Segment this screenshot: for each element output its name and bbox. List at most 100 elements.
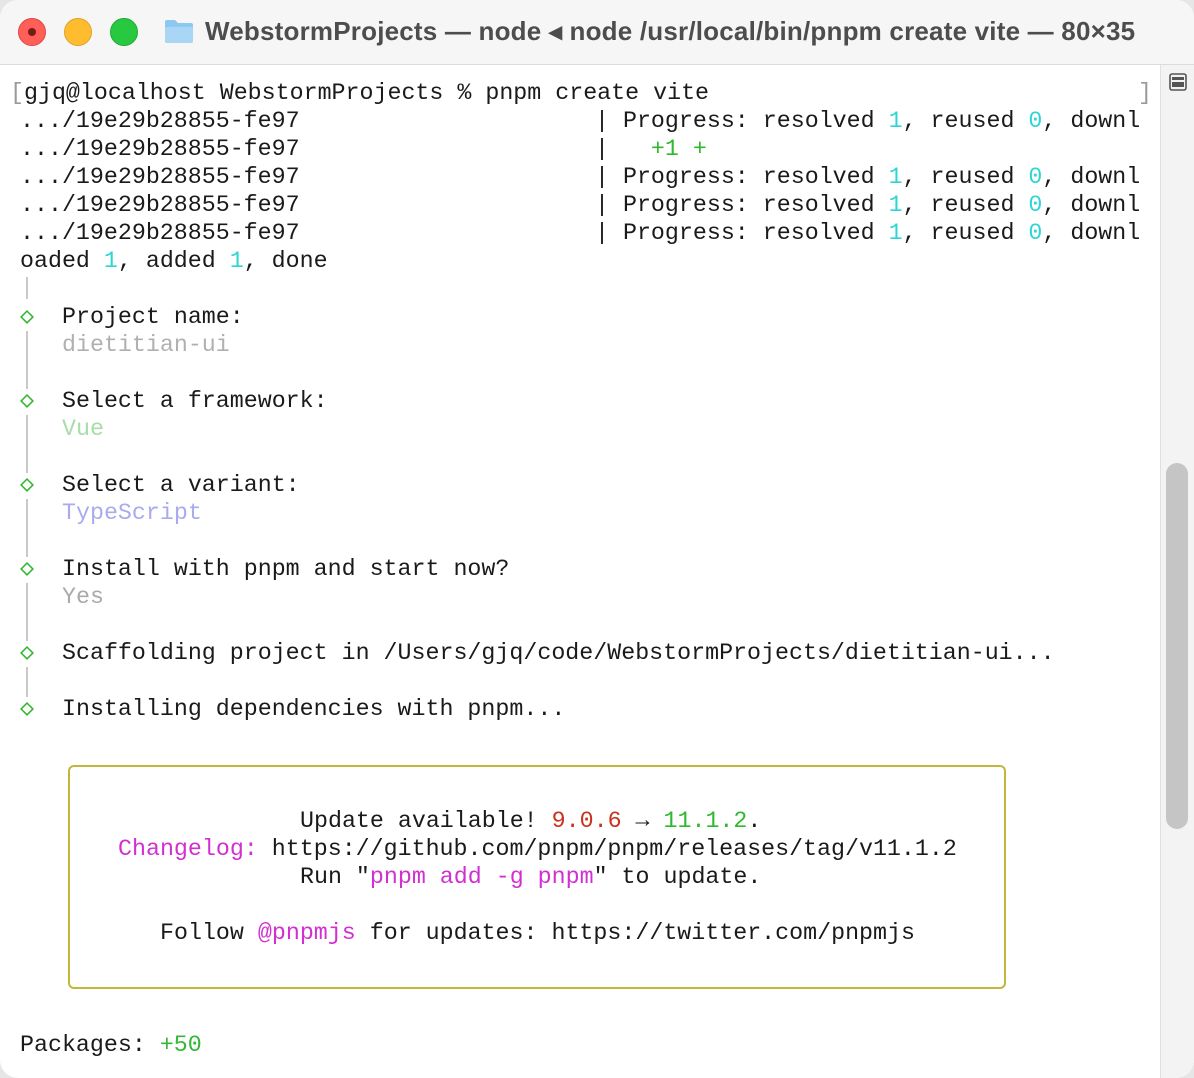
guide-bar xyxy=(26,331,28,389)
scrollbar-thumb[interactable] xyxy=(1166,463,1188,829)
run-command-line: Run "pnpm add -g pnpm" to update. xyxy=(300,863,761,891)
step-done-icon: ◇ xyxy=(20,304,35,330)
window-title: WebstormProjects — node ◂ node /usr/loca… xyxy=(205,16,1136,46)
step-value-install: Yes xyxy=(62,584,104,610)
folder-icon xyxy=(165,20,193,43)
step-done-icon: ◇ xyxy=(20,388,35,414)
step-label-install: Install with pnpm and start now? xyxy=(62,556,510,582)
packages-count: +50 xyxy=(159,1032,202,1058)
changelog-line: Changelog: https://github.com/pnpm/pnpm/… xyxy=(118,835,957,863)
progress-tail: , downl xyxy=(1042,108,1141,134)
done-suffix: , done xyxy=(243,248,328,274)
packages-line: Packages: +50 xyxy=(20,1031,202,1059)
guide-bar xyxy=(26,499,28,557)
progress-line: .../19e29b28855-fe97 xyxy=(20,191,300,219)
done-prefix: oaded xyxy=(20,248,104,274)
guide-bar xyxy=(26,667,28,697)
reused-label: , reused xyxy=(902,220,1029,246)
progress-path: .../19e29b28855-fe97 xyxy=(20,192,300,218)
resolved-count: 1 xyxy=(888,164,903,190)
guide-bar xyxy=(26,277,28,299)
progress-status: | Progress: resolved 1, reused 0, downl xyxy=(595,219,1140,247)
reused-count: 0 xyxy=(1028,220,1043,246)
progress-path: .../19e29b28855-fe97 xyxy=(20,108,300,134)
scrollbar-track[interactable] xyxy=(1160,65,1194,1078)
run-suffix: " to update. xyxy=(593,864,762,890)
progress-separator: | xyxy=(595,220,609,246)
downloaded-count: 1 xyxy=(103,248,118,274)
guide-bar xyxy=(26,415,28,473)
prompt-text: gjq@localhost WebstormProjects % pnpm cr… xyxy=(23,80,710,106)
progress-separator: | xyxy=(595,164,609,190)
progress-tail: , downl xyxy=(1042,220,1141,246)
progress-line: .../19e29b28855-fe97 xyxy=(20,219,300,247)
progress-tail: , downl xyxy=(1042,164,1141,190)
progress-line: .../19e29b28855-fe97 xyxy=(20,163,300,191)
step-label-installing: Installing dependencies with pnpm... xyxy=(62,696,566,722)
follow-line: Follow @pnpmjs for updates: https://twit… xyxy=(160,919,915,947)
close-button[interactable] xyxy=(18,18,46,46)
step-done-icon: ◇ xyxy=(20,640,35,666)
minimize-button[interactable] xyxy=(64,18,92,46)
update-command: pnpm add -g pnpm xyxy=(369,864,594,890)
reused-label: , reused xyxy=(902,192,1029,218)
progress-tail: , downl xyxy=(1042,192,1141,218)
resolved-count: 1 xyxy=(888,192,903,218)
step-value-project-name: dietitian-ui xyxy=(62,332,230,358)
progress-separator: | xyxy=(595,108,609,134)
progress-separator: | xyxy=(595,192,609,218)
progress-line: .../19e29b28855-fe97 xyxy=(20,107,300,135)
version-arrow: → xyxy=(621,808,664,834)
update-notice-box xyxy=(68,765,1006,989)
reused-label: , reused xyxy=(902,108,1029,134)
update-available-line: Update available! 9.0.6 → 11.1.2. xyxy=(300,807,761,835)
twitter-link[interactable]: for updates: https://twitter.com/pnpmjs xyxy=(355,920,915,946)
step-label-project-name: Project name: xyxy=(62,304,244,330)
progress-separator: | xyxy=(595,136,609,162)
progress-label: Progress: resolved xyxy=(608,164,889,190)
progress-label: Progress: resolved xyxy=(608,108,889,134)
reused-count: 0 xyxy=(1028,108,1043,134)
changelog-link[interactable]: https://github.com/pnpm/pnpm/releases/ta… xyxy=(257,836,957,862)
progress-path: .../19e29b28855-fe97 xyxy=(20,220,300,246)
added-total: 1 xyxy=(229,248,244,274)
progress-status: | Progress: resolved 1, reused 0, downl xyxy=(595,107,1140,135)
prompt-line: [gjq@localhost WebstormProjects % pnpm c… xyxy=(10,79,709,107)
progress-label: Progress: resolved xyxy=(608,220,889,246)
guide-bar xyxy=(26,583,28,641)
progress-status: | +1 + xyxy=(595,135,707,163)
prompt-open-bracket: [ xyxy=(10,80,24,106)
step-label-variant: Select a variant: xyxy=(62,472,300,498)
step-label-scaffolding: Scaffolding project in /Users/gjq/code/W… xyxy=(62,640,1055,666)
title-bar[interactable]: WebstormProjects — node ◂ node /usr/loca… xyxy=(0,0,1194,65)
follow-prefix: Follow xyxy=(160,920,258,946)
changelog-label: Changelog: xyxy=(118,836,258,862)
step-label-framework: Select a framework: xyxy=(62,388,328,414)
reused-count: 0 xyxy=(1028,192,1043,218)
reused-label: , reused xyxy=(902,164,1029,190)
download-done-line: oaded 1, added 1, done xyxy=(20,247,328,275)
added-count: +1 + xyxy=(608,136,707,162)
resolved-count: 1 xyxy=(888,220,903,246)
step-done-icon: ◇ xyxy=(20,556,35,582)
run-prefix: Run " xyxy=(300,864,370,890)
resolved-count: 1 xyxy=(888,108,903,134)
update-prefix: Update available! xyxy=(300,808,552,834)
update-period: . xyxy=(747,808,762,834)
progress-status: | Progress: resolved 1, reused 0, downl xyxy=(595,191,1140,219)
new-version: 11.1.2 xyxy=(663,808,748,834)
done-mid: , added xyxy=(117,248,230,274)
zoom-button[interactable] xyxy=(110,18,138,46)
step-value-variant: TypeScript xyxy=(62,500,202,526)
progress-status: | Progress: resolved 1, reused 0, downl xyxy=(595,163,1140,191)
progress-line: .../19e29b28855-fe97 xyxy=(20,135,300,163)
step-value-framework: Vue xyxy=(62,416,104,442)
twitter-handle: @pnpmjs xyxy=(257,920,356,946)
step-done-icon: ◇ xyxy=(20,472,35,498)
step-done-icon: ◇ xyxy=(20,696,35,722)
progress-label: Progress: resolved xyxy=(608,192,889,218)
packages-label: Packages: xyxy=(20,1032,160,1058)
split-view-icon[interactable] xyxy=(1169,73,1187,91)
terminal-content[interactable]: [gjq@localhost WebstormProjects % pnpm c… xyxy=(0,65,1160,1078)
